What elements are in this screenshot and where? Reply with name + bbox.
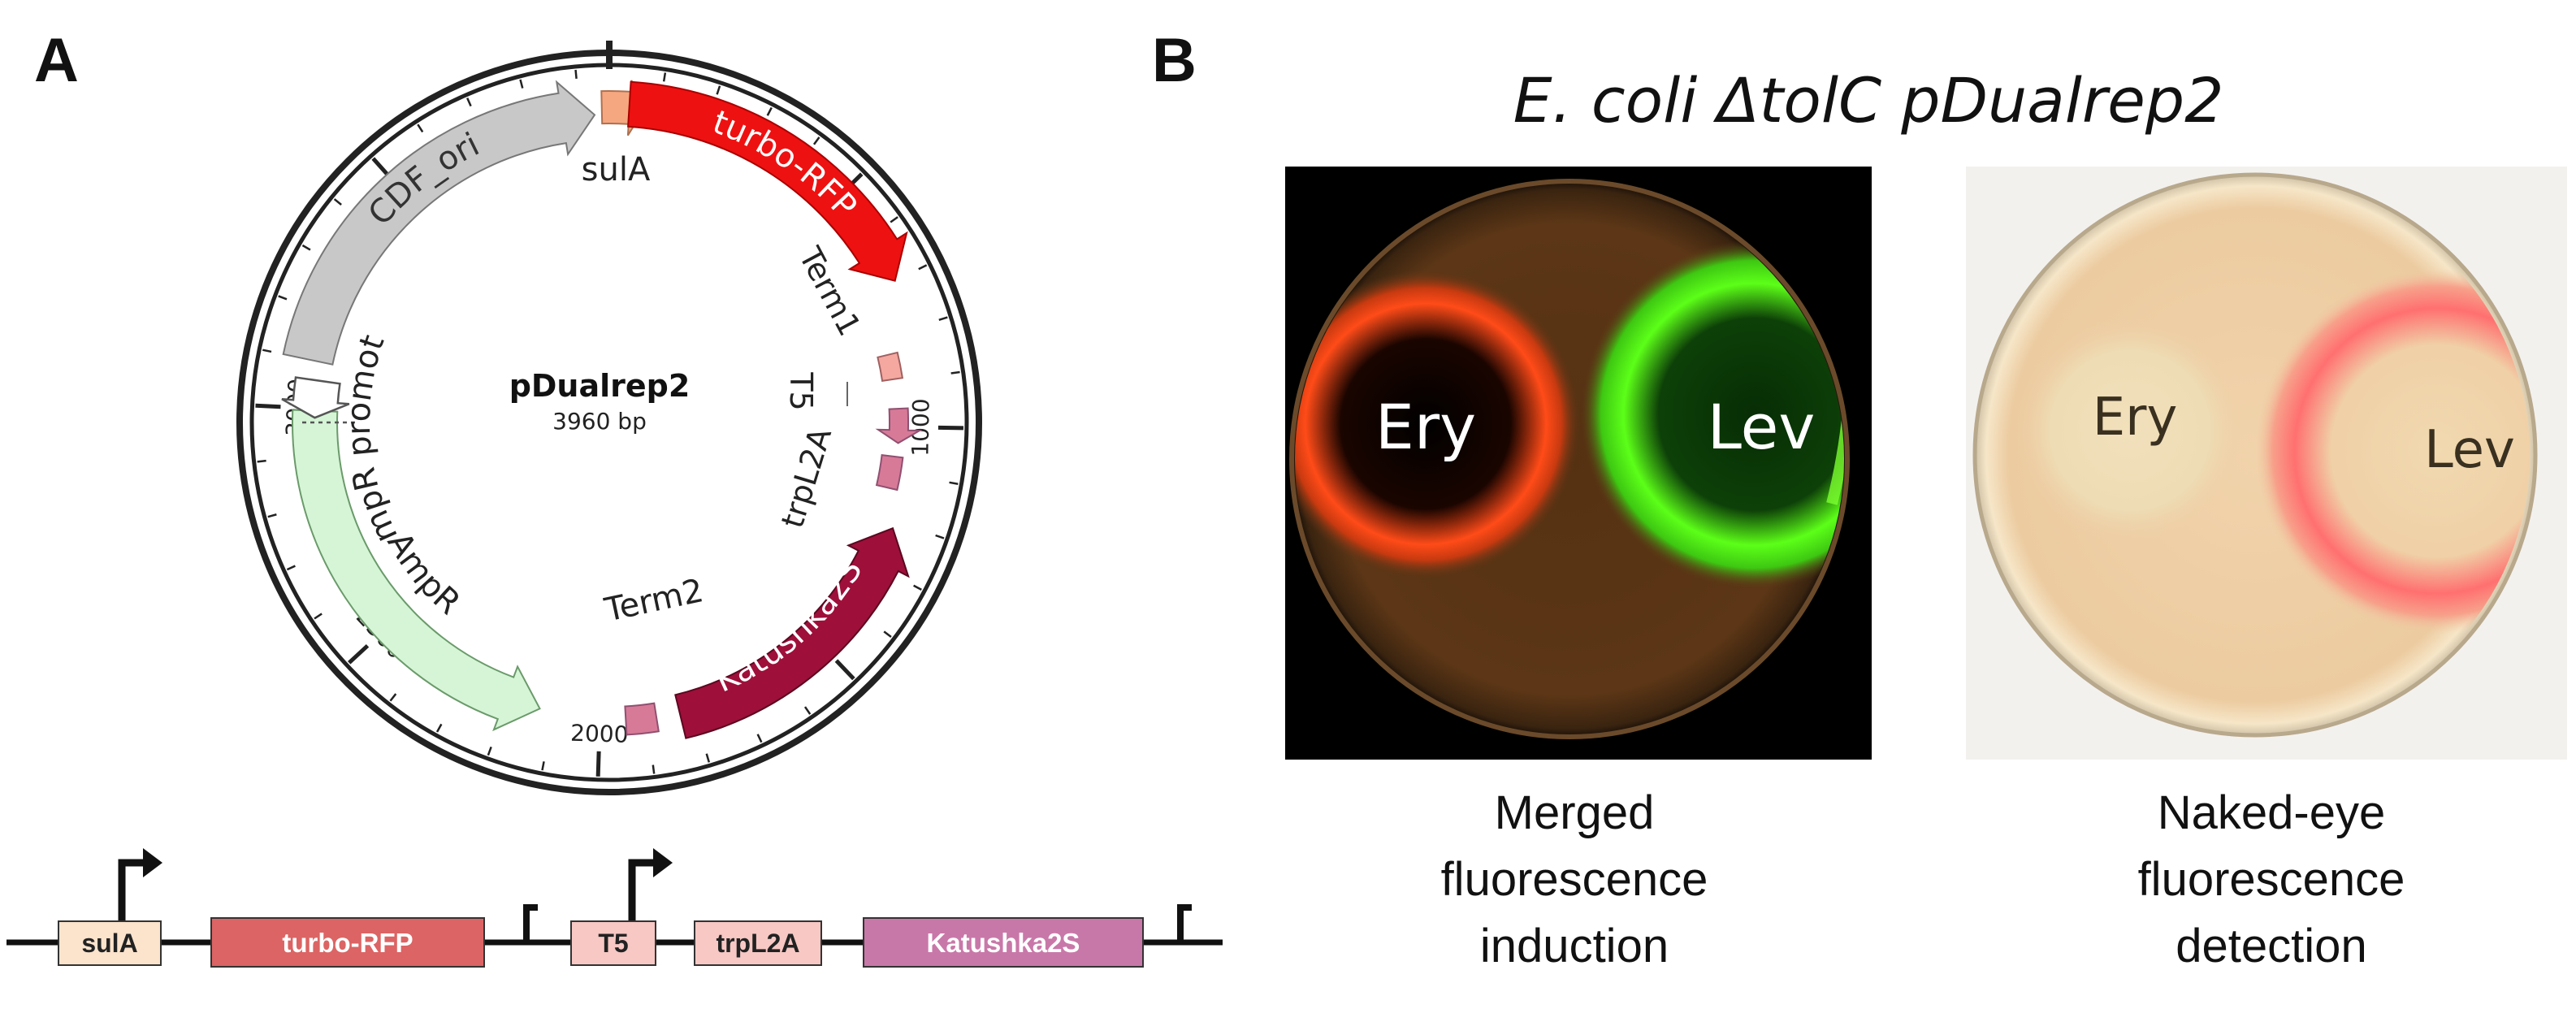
t5-promoter-arrow-icon bbox=[628, 859, 655, 925]
naked-eye-ery-label: Ery bbox=[2093, 388, 2178, 448]
term1-terminator-icon bbox=[523, 904, 538, 942]
tick-label: 1000 bbox=[907, 398, 934, 457]
linear-katushka2s-label: Katushka2S bbox=[927, 928, 1080, 958]
minor-tick bbox=[705, 753, 711, 763]
turbo-rfp-label: turbo-RFP bbox=[708, 103, 864, 225]
minor-tick bbox=[938, 316, 948, 322]
plasmid-map: 500100015002000250030003500 CDF_ori turb… bbox=[0, 0, 982, 795]
sula-label: sulA bbox=[582, 151, 651, 188]
linear-trpl2a-label: trpL2A bbox=[716, 929, 799, 958]
minor-tick bbox=[766, 106, 773, 116]
minor-tick bbox=[541, 761, 545, 771]
sula-promoter-arrowhead-icon bbox=[143, 848, 162, 877]
major-tick bbox=[834, 659, 855, 681]
fluorescence-caption-line2: fluorescence bbox=[1441, 853, 1708, 906]
minor-tick bbox=[519, 79, 524, 89]
minor-tick bbox=[314, 613, 323, 620]
minor-tick bbox=[662, 72, 667, 82]
fluorescence-lev-label: Lev bbox=[1708, 391, 1816, 463]
minor-tick bbox=[890, 216, 898, 223]
minor-tick bbox=[389, 693, 397, 702]
term2-box bbox=[624, 702, 660, 736]
major-tick bbox=[595, 751, 601, 777]
minor-tick bbox=[417, 123, 424, 133]
plasmid-size: 3960 bp bbox=[552, 408, 647, 435]
naked-eye-lev-label: Lev bbox=[2424, 420, 2515, 480]
minor-tick bbox=[935, 534, 945, 539]
turbo-rfp-arrow bbox=[627, 80, 908, 282]
minor-tick bbox=[574, 69, 578, 80]
t5-arrow bbox=[875, 407, 923, 444]
fluorescence-ery-label: Ery bbox=[1375, 391, 1476, 463]
katushka2s-arrow bbox=[674, 526, 910, 739]
minor-tick bbox=[286, 565, 296, 571]
minor-tick bbox=[950, 370, 960, 375]
fluorescence-caption-line3: induction bbox=[1480, 920, 1669, 972]
linear-turbo-rfp-label: turbo-RFP bbox=[282, 928, 413, 958]
minor-tick bbox=[716, 85, 721, 95]
naked-eye-caption-line3: detection bbox=[2176, 920, 2366, 972]
major-tick bbox=[255, 403, 281, 409]
minor-tick bbox=[949, 481, 959, 485]
minor-tick bbox=[278, 295, 288, 301]
ampr-promoter-arrow bbox=[281, 376, 350, 419]
fluorescence-plate: Ery Lev bbox=[1285, 167, 1872, 760]
minor-tick bbox=[301, 244, 311, 251]
fluorescence-caption: Merged fluorescence induction bbox=[1441, 786, 1708, 972]
trpl2a-label: trpL2A bbox=[774, 424, 838, 532]
minor-tick bbox=[756, 734, 763, 743]
fluorescence-caption-line1: Merged bbox=[1495, 786, 1655, 839]
linear-turbo-rfp-box bbox=[210, 917, 485, 968]
ampr-arrow bbox=[291, 409, 541, 732]
linear-sula-box bbox=[58, 920, 162, 966]
linear-sula-label: sulA bbox=[81, 929, 137, 958]
major-tick bbox=[348, 643, 370, 665]
tick-label: 2000 bbox=[570, 720, 629, 748]
minor-tick bbox=[918, 264, 928, 271]
term2-label: Term2 bbox=[601, 572, 707, 630]
minor-tick bbox=[267, 513, 277, 518]
minor-tick bbox=[466, 97, 472, 107]
panel-b-title: E. coli ΔtolC pDualrep2 bbox=[1513, 64, 2224, 136]
naked-eye-caption: Naked-eye fluorescence detection bbox=[2138, 786, 2405, 972]
fluorescence-plate-rim bbox=[1289, 179, 1850, 739]
panel-a-letter: A bbox=[34, 26, 79, 95]
sula-promoter-arrow-icon bbox=[118, 859, 145, 925]
minor-tick bbox=[913, 584, 922, 591]
minor-tick bbox=[883, 630, 892, 639]
cdf-ori-arrow bbox=[282, 80, 596, 366]
naked-eye-caption-line2: fluorescence bbox=[2138, 853, 2405, 906]
naked-eye-plate-rim bbox=[1972, 172, 2538, 738]
minor-tick bbox=[812, 136, 820, 145]
linear-katushka2s-box bbox=[863, 917, 1144, 968]
term2-terminator-icon bbox=[1177, 904, 1192, 942]
term1-box bbox=[877, 351, 904, 383]
plasmid-name: pDualrep2 bbox=[509, 368, 691, 404]
t5-label: T5 bbox=[783, 371, 819, 410]
minor-tick bbox=[487, 746, 492, 756]
t5-promoter-arrowhead-icon bbox=[653, 848, 673, 877]
ery-inhibition-zone-red-ring bbox=[1295, 270, 1580, 578]
linear-construct-map: sulA turbo-RFP T5 trpL2A Katushka2S bbox=[6, 848, 1223, 968]
minor-tick bbox=[652, 764, 656, 774]
linear-t5-box bbox=[570, 920, 656, 966]
minor-tick bbox=[803, 706, 812, 715]
tick-group bbox=[255, 69, 963, 777]
linear-trpl2a-box bbox=[694, 920, 822, 966]
naked-eye-caption-line1: Naked-eye bbox=[2158, 786, 2385, 839]
minor-tick bbox=[435, 723, 443, 733]
minor-tick bbox=[262, 349, 272, 353]
panel-b-letter: B bbox=[1152, 26, 1197, 95]
linear-t5-label: T5 bbox=[598, 929, 628, 958]
minor-tick bbox=[333, 198, 342, 206]
naked-eye-plate: Ery Lev bbox=[1966, 167, 2567, 760]
trpl2a-box bbox=[875, 453, 904, 492]
naked-eye-ery-zone bbox=[2016, 317, 2244, 544]
